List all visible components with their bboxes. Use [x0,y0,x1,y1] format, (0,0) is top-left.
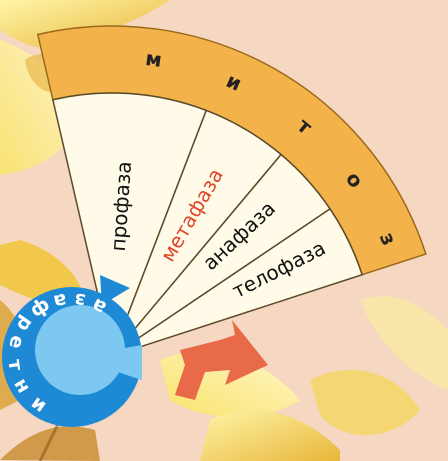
interphase-disc [35,305,125,395]
mitosis-letter-0: м [144,46,164,72]
